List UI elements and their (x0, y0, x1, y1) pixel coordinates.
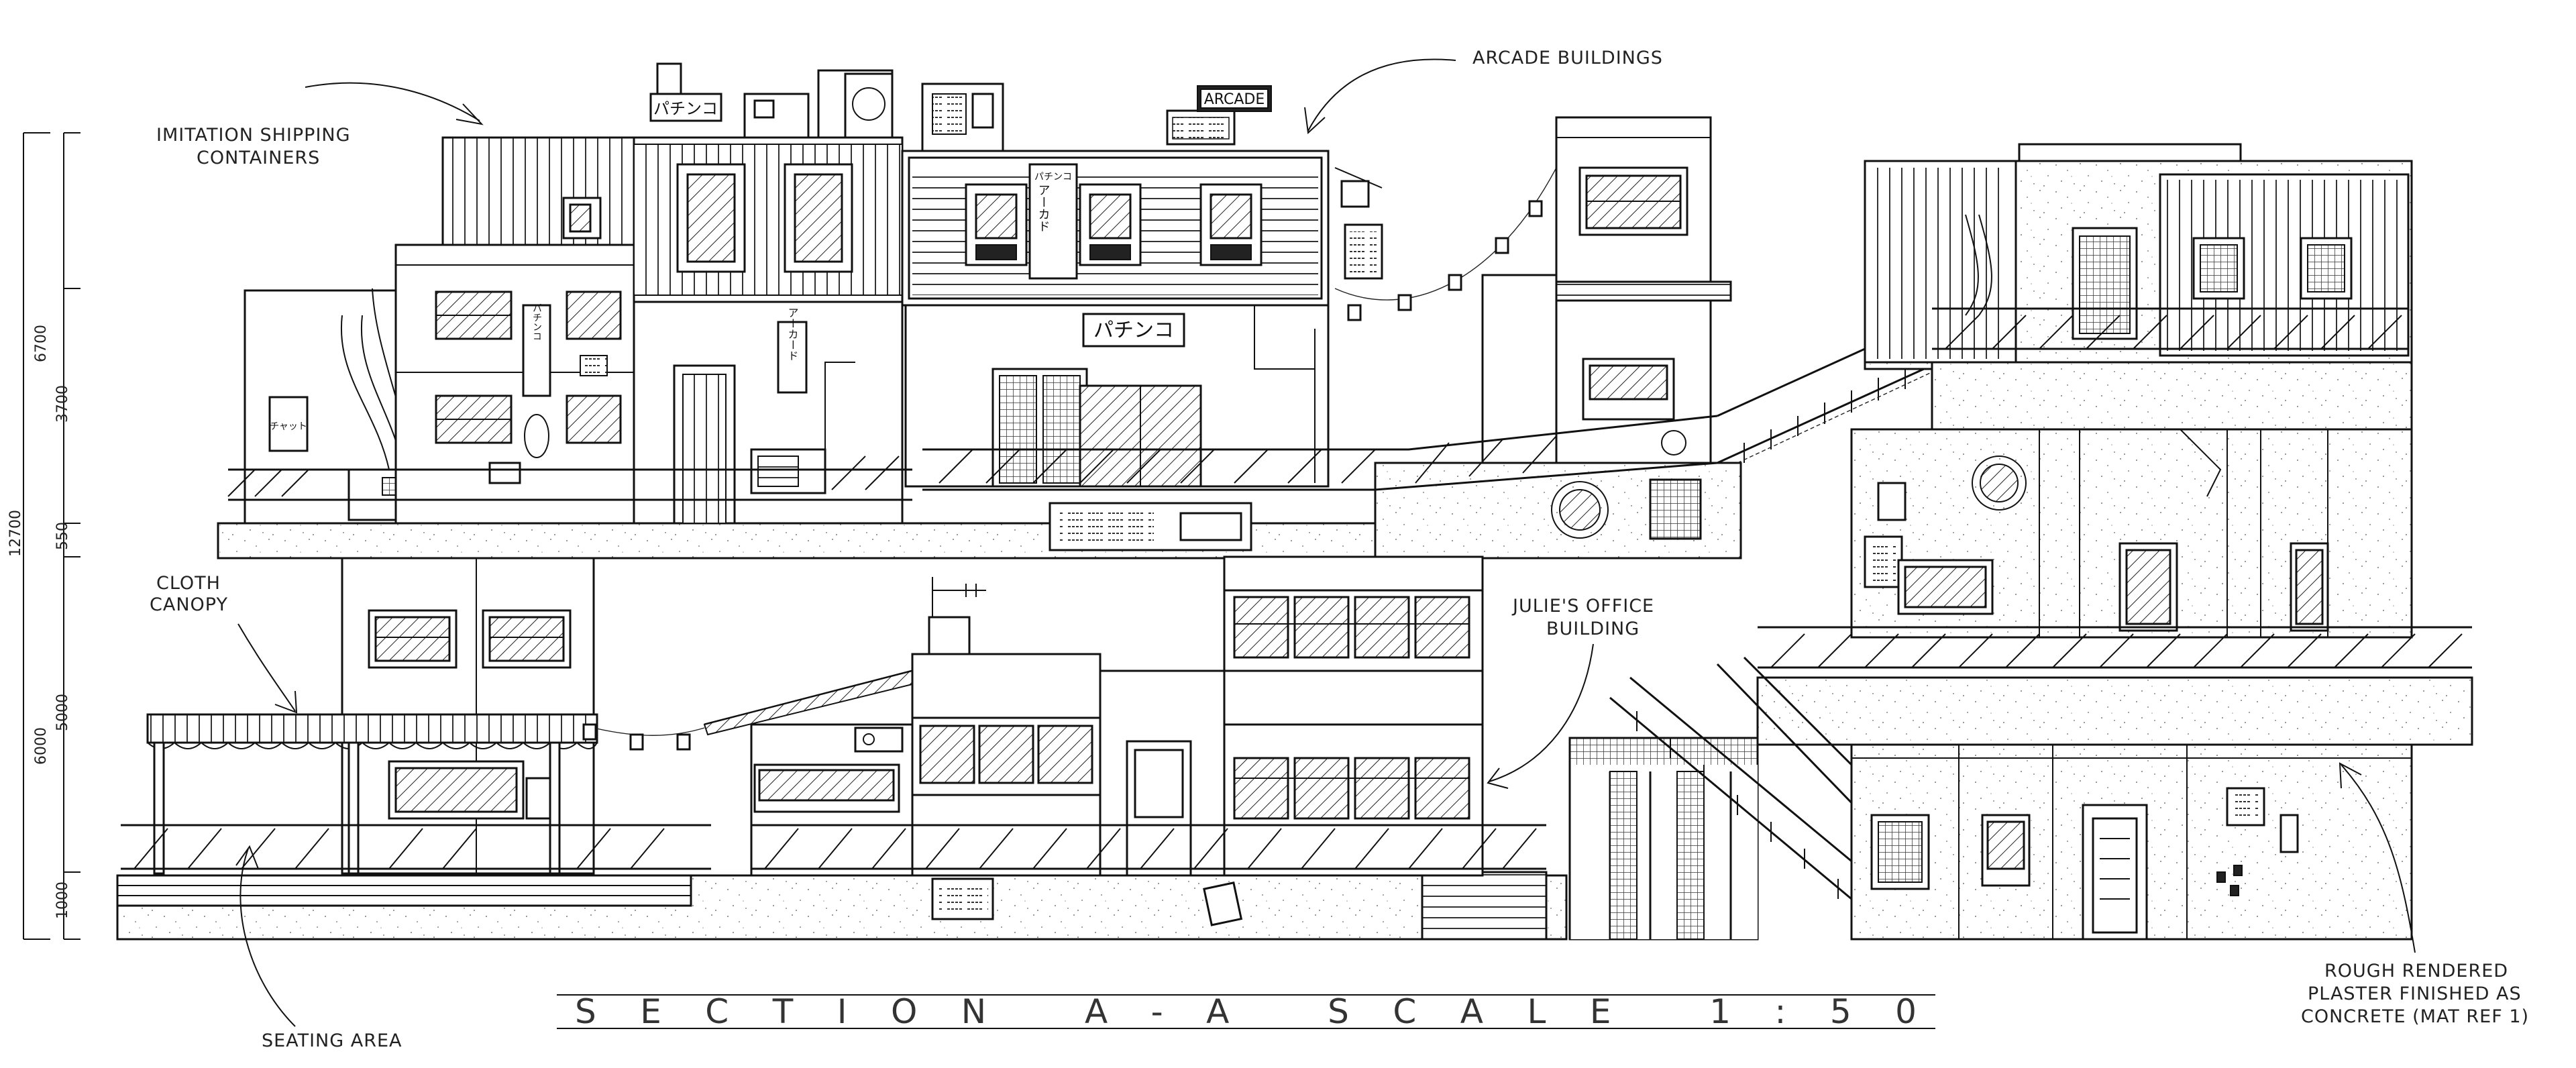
pachinko-front-sign (1082, 313, 1185, 348)
note-plaster-1: ROUGH RENDERED (2324, 961, 2508, 981)
chat-poster (268, 396, 309, 452)
note-shipping-2: CONTAINERS (197, 148, 320, 168)
note-shipping-1: IMITATION SHIPPING (156, 125, 351, 146)
central-railing (751, 824, 1546, 870)
upper-level: チャット パチンコ パチンコ (217, 62, 2473, 746)
dim-upper-1: 6700 (33, 325, 50, 362)
upper-railing (227, 415, 1718, 501)
container-1 (441, 136, 635, 246)
pachinko-tower-sign (1028, 163, 1078, 280)
leader-seating (239, 848, 296, 1027)
dim-lower-1: 6000 (33, 727, 50, 765)
note-plaster-2: PLASTER FINISHED AS (2308, 983, 2522, 1004)
dimension-lines: 12700 6700 3700 550 6000 5000 1000 (7, 132, 80, 940)
note-julie-2: BUILDING (1546, 619, 1640, 639)
svg-text:パチンコ: パチンコ (1034, 172, 1072, 182)
pachinko-left-vertical: パチンコ (531, 303, 542, 341)
pachinko-roof-sign (649, 93, 722, 122)
lower-stair-scaffold (1568, 656, 1933, 941)
note-julie-1: JULIE'S OFFICE (1511, 596, 1654, 617)
dim-upper-2: 3700 (54, 385, 71, 423)
arcade-vertical-sign (777, 321, 808, 394)
leader-plaster (2341, 764, 2416, 953)
svg-text:パチンコ: パチンコ (653, 99, 718, 118)
dim-lower-3: 1000 (54, 882, 71, 919)
lower-level (116, 555, 2413, 941)
annotations: IMITATION SHIPPING CONTAINERS ARCADE BUI… (150, 48, 2529, 1051)
dim-lower-2: 5000 (54, 694, 71, 731)
leader-shipping (305, 82, 480, 121)
note-canopy-1: CLOTH (156, 573, 221, 594)
dim-upper-3: 550 (54, 522, 71, 550)
leader-canopy (237, 623, 296, 712)
dim-overall: 12700 (7, 510, 24, 557)
chat-poster-text: チャット (270, 421, 307, 432)
note-arcade: ARCADE BUILDINGS (1472, 48, 1663, 68)
seating-railing (121, 824, 711, 870)
note-canopy-2: CANOPY (150, 594, 228, 615)
drawing-title: SECTION A-A SCALE 1:50 (575, 992, 1917, 1031)
leader-julie (1489, 643, 1594, 782)
porthole-window (1551, 481, 1609, 539)
drawing-title-block: SECTION A-A SCALE 1:50 (557, 992, 1935, 1031)
svg-text:アーカード: アーカード (786, 307, 799, 361)
svg-text:アーカド: アーカド (1036, 184, 1051, 232)
note-seating: SEATING AREA (262, 1030, 402, 1051)
svg-text:パチンコ: パチンコ (1093, 319, 1174, 342)
leader-arcade (1307, 58, 1456, 131)
svg-text:ARCADE: ARCADE (1204, 91, 1265, 108)
note-plaster-3: CONCRETE (MAT REF 1) (2301, 1006, 2529, 1027)
cloth-canopy (146, 713, 598, 875)
